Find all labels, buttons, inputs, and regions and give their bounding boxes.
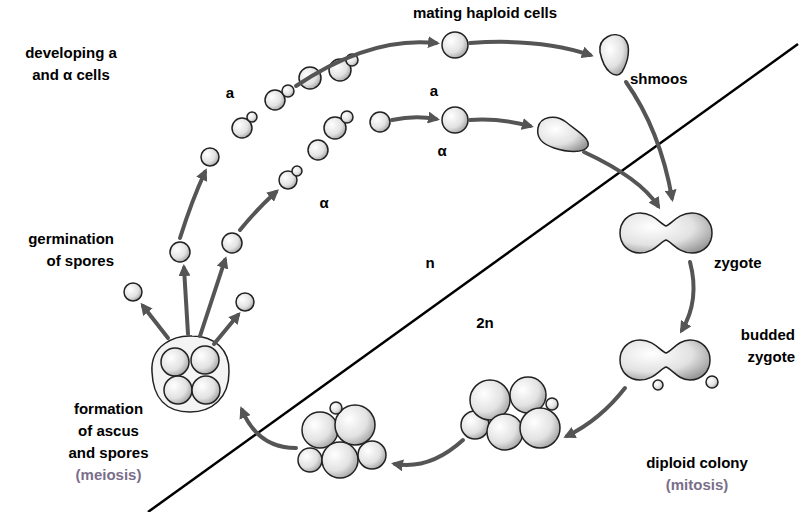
process-label: (meiosis) [56,464,161,486]
mating-type-label: α [316,192,332,214]
stage-label: budded zygote [729,324,795,368]
stage-label: formation of ascus and spores [66,398,151,464]
ploidy-label: n [420,252,440,274]
mating-type-label: α [434,140,450,162]
cycle-arrows [143,42,694,465]
stage-label: diploid colony [598,452,796,474]
ploidy-label: 2n [470,312,500,334]
stage-label: shmoos [630,68,710,90]
stage-label: germination of spores [14,228,114,272]
mating-type-label: a [222,82,238,104]
stage-label: mating haploid cells [385,2,585,24]
mating-type-label: a [426,80,442,102]
stage-label: developing a and α cells [25,42,117,86]
ploidy-divider [148,44,798,512]
process-label: (mitosis) [598,474,796,496]
stage-label: zygote [714,252,784,274]
cells [124,32,718,478]
